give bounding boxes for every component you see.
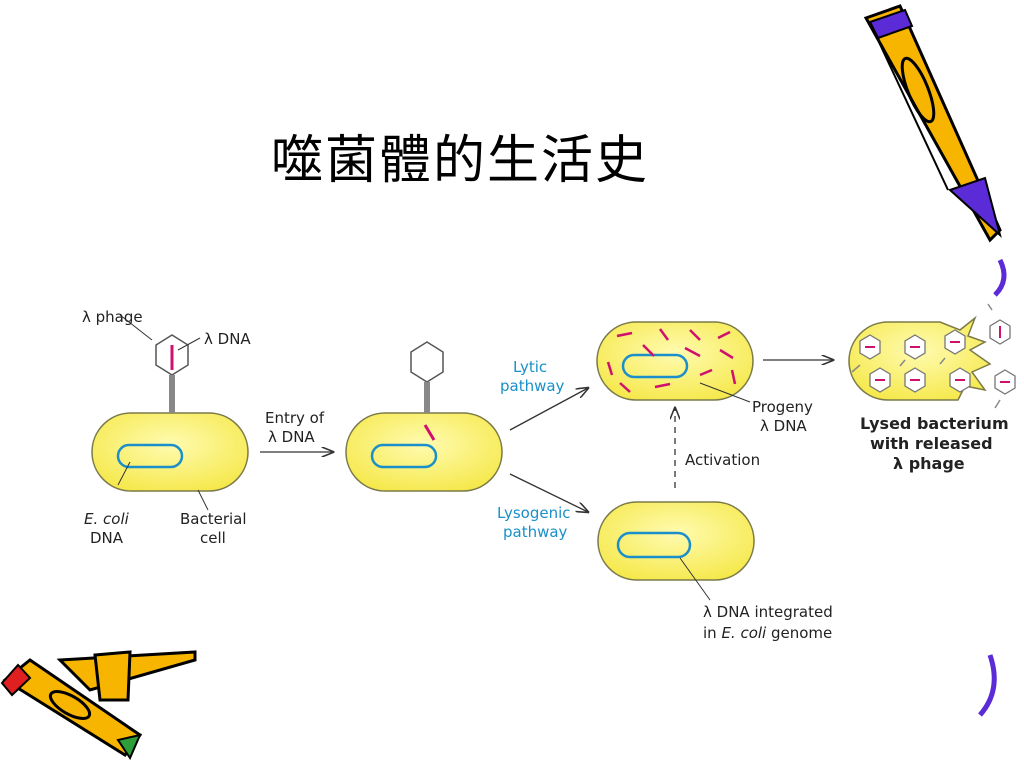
- bacterial-cell-infected: [345, 412, 503, 492]
- lambda-dna-label: λ DNA: [204, 330, 251, 348]
- lambda-phage-label: λ phage: [82, 308, 143, 326]
- bacterial-cell-initial: [91, 412, 249, 492]
- bacterial-cell-lytic: [596, 321, 754, 401]
- lytic-arrow: [509, 388, 588, 431]
- lysed-label-line1: Lysed bacterium: [860, 414, 1009, 433]
- progeny-label-line2: λ DNA: [760, 417, 807, 435]
- pencil-clipart-bottom-left: [0, 650, 997, 761]
- bacterial-cell-label-line1: Bacterial: [180, 510, 247, 528]
- bacterial-cell-lysogenic: [597, 501, 755, 581]
- ecoli-dna-label-line1: E. coli: [84, 510, 130, 528]
- entry-label-line1: Entry of: [265, 409, 325, 427]
- lysed-label-line2: with released: [870, 434, 993, 453]
- slide-title: 噬菌體的生活史: [270, 131, 649, 191]
- lytic-label-line1: Lytic: [513, 358, 547, 376]
- lysed-label-line3: λ phage: [893, 454, 965, 473]
- lysogenic-label-line1: Lysogenic: [497, 504, 571, 522]
- entry-label-line2: λ DNA: [268, 428, 315, 446]
- progeny-label-line1: Progeny: [752, 398, 813, 416]
- integrated-label-line1: λ DNA integrated: [703, 603, 833, 621]
- pencil-clipart-top-right: [863, 4, 1007, 297]
- integrated-label-line2: in E. coli genome: [703, 624, 832, 642]
- bacterial-cell-label-line2: cell: [200, 529, 226, 547]
- lysogenic-arrow: [509, 473, 588, 512]
- lysogenic-label-line2: pathway: [503, 523, 568, 541]
- ecoli-dna-label-line2: DNA: [90, 529, 124, 547]
- activation-label: Activation: [685, 451, 760, 469]
- lytic-label-line2: pathway: [500, 377, 565, 395]
- lysed-bacterium: [848, 303, 1016, 409]
- lambda-phage-icon: [155, 334, 189, 413]
- empty-phage-capsid-icon: [410, 341, 444, 413]
